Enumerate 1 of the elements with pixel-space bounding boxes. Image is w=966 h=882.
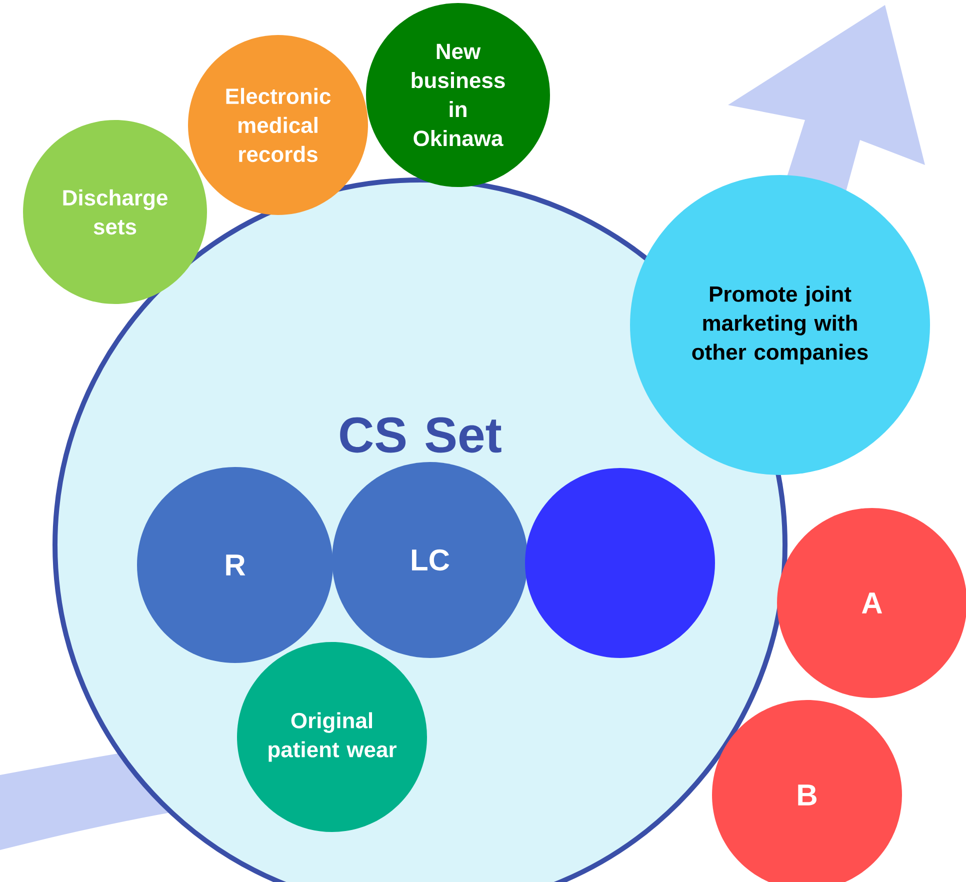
product-circle: [525, 468, 715, 658]
